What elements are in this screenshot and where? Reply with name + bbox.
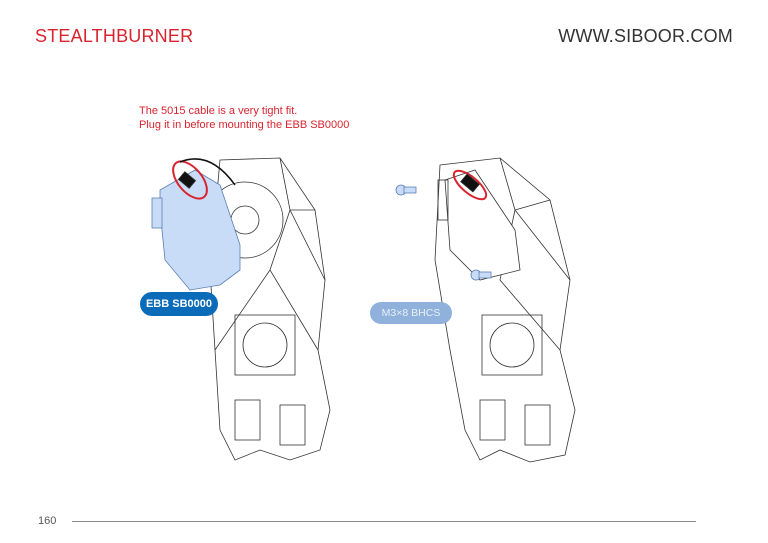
board-label: EBB SB0000 [140, 292, 218, 316]
document-title: STEALTHBURNER [35, 26, 194, 46]
screw-icon [470, 269, 492, 281]
warning-note: The 5015 cable is a very tight fit. Plug… [139, 104, 349, 132]
website-url: WWW.SIBOOR.COM [558, 26, 733, 46]
assembly-illustration-before [151, 157, 331, 461]
note-line-2: Plug it in before mounting the EBB SB000… [139, 119, 350, 131]
screw-icon [395, 184, 417, 196]
screw-label: M3×8 BHCS [370, 302, 452, 324]
note-line-1: The 5015 cable is a very tight fit. [139, 105, 298, 117]
assembly-illustration-after [395, 157, 576, 463]
page-number: 160 [38, 515, 57, 527]
footer-divider [72, 521, 696, 522]
